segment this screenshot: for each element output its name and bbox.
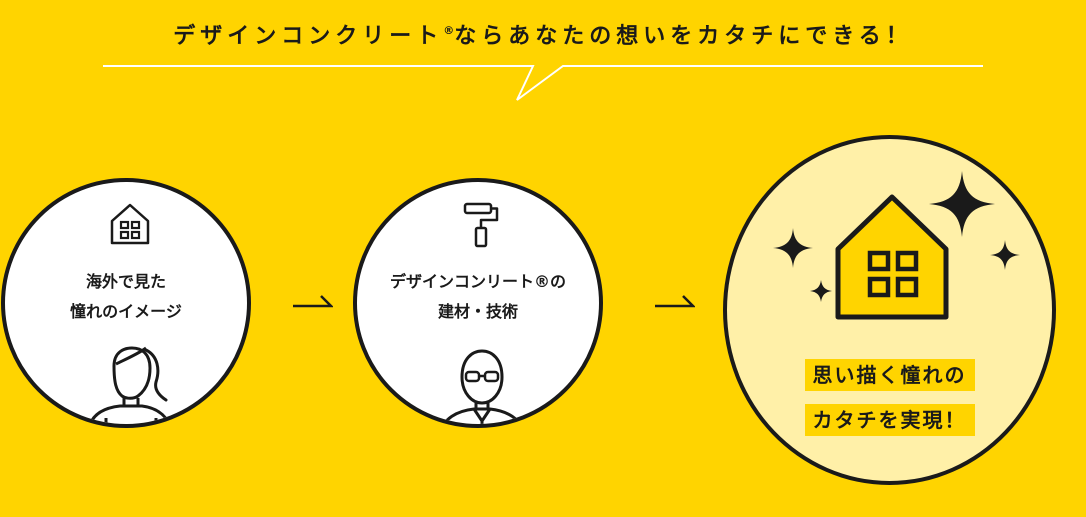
heading-text-after: ならあなたの想いをカタチにできる！ [454,24,913,49]
sparkle-icon [929,171,995,237]
step-label-overseas-image: 海外で見た 憧れのイメージ [5,267,247,327]
sparkle-icon [773,228,813,268]
arrow-right-icon [655,295,695,308]
paint-roller-icon [463,202,499,248]
craftsman-icon [442,349,522,424]
woman-icon [88,346,171,424]
step-circle-materials-technology: デザインコンリート®の 建材・技術 [353,178,603,428]
sparkle-icon [990,240,1020,270]
result-highlight-2: カタチを実現！ [804,404,975,436]
house-icon [110,203,150,245]
sparkle-icon [810,280,832,302]
house-icon [835,194,949,320]
step-label-line-2: 建材・技術 [437,302,518,321]
step-label-line-1: 海外で見た [85,272,166,291]
page-heading: デザインコンクリート®ならあなたの想いをカタチにできる！ [0,16,1086,52]
step-circle-realization: 思い描く憧れの カタチを実現！ [723,135,1056,485]
step-label-materials-technology: デザインコンリート®の 建材・技術 [357,267,599,327]
speech-bubble-underline [103,65,983,101]
step-label-line-1: デザインコンリート®の [389,272,566,291]
step-circle-overseas-image: 海外で見た 憧れのイメージ [1,178,251,428]
result-highlight-1: 思い描く憧れの [804,359,975,391]
registered-mark: ® [443,24,455,37]
heading-text-before: デザインコンクリート [173,24,444,49]
arrow-right-icon [293,295,333,308]
result-line-1: 思い描く憧れの [727,359,1052,391]
step-label-line-2: 憧れのイメージ [70,302,182,321]
result-line-2: カタチを実現！ [727,404,1052,436]
